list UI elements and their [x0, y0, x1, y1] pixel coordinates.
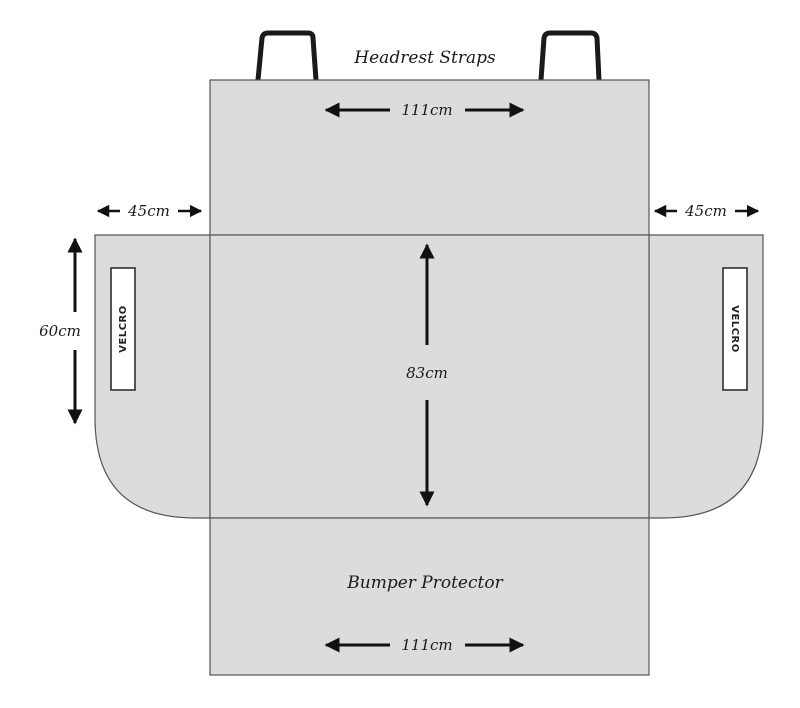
velcro-label-left: VELCRO	[118, 305, 129, 352]
seat-length-label: 83cm	[406, 364, 448, 382]
bumper-protector-label: Bumper Protector	[346, 573, 503, 593]
velcro-strip-right	[722, 267, 748, 391]
velcro-label-right: VELCRO	[729, 305, 740, 352]
bumper-panel	[209, 517, 650, 676]
top-width-label: 111cm	[401, 101, 452, 119]
headrest-strap-left	[255, 30, 319, 81]
flap-height-label: 60cm	[39, 322, 81, 340]
headrest-strap-right	[538, 30, 602, 81]
headrest-straps-label: Headrest Straps	[353, 48, 496, 68]
top-panel	[209, 79, 650, 236]
velcro-strip-left	[110, 267, 136, 391]
bottom-width-label: 111cm	[401, 636, 452, 654]
left-flap-label: 45cm	[127, 202, 170, 220]
right-flap-label: 45cm	[684, 202, 727, 220]
